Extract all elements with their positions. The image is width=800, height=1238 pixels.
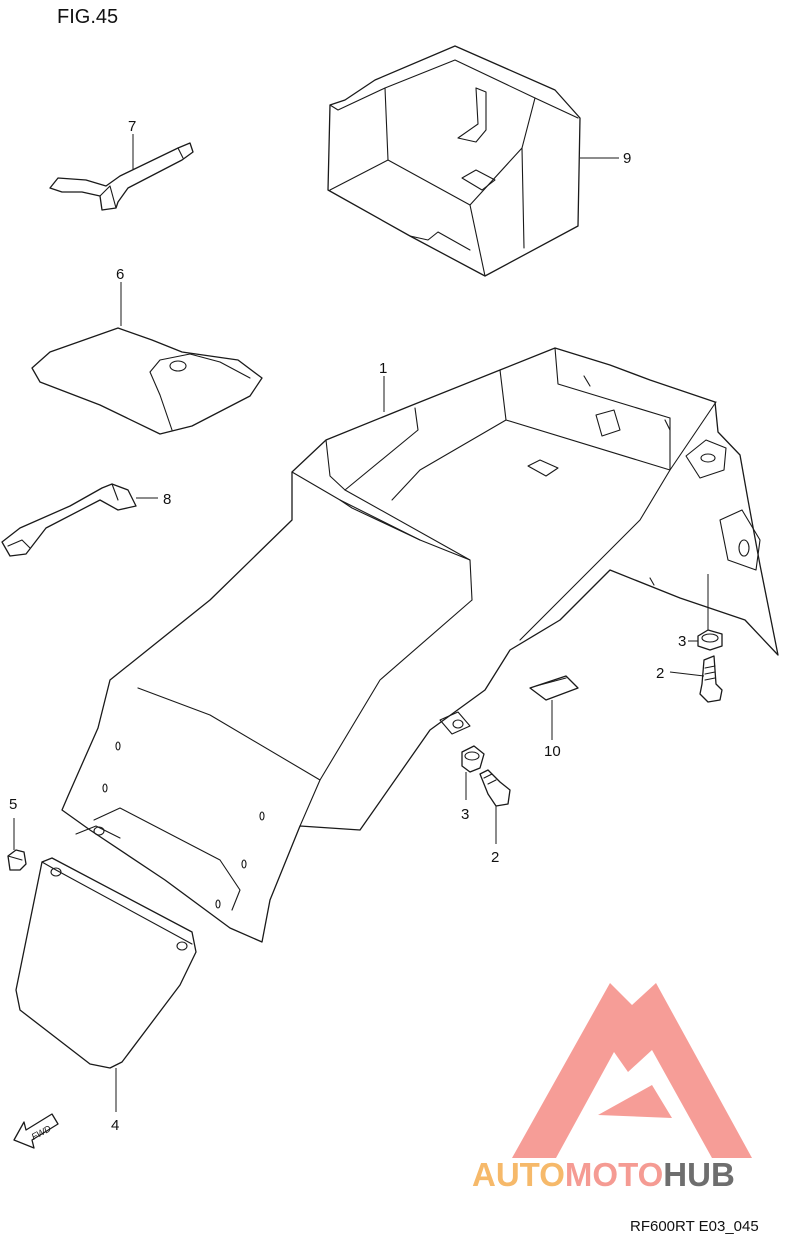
part-1-rear-fender (61, 347, 779, 943)
callout-3-upper: 3 (678, 633, 686, 650)
part-8-strap (1, 483, 137, 557)
figure-code: RF600RT E03_045 (630, 1218, 759, 1235)
callout-labels: 1 2 2 3 3 4 5 6 7 8 9 10 (9, 118, 686, 1134)
callout-8: 8 (163, 491, 171, 508)
part-5-grommet (7, 849, 27, 871)
part-3-nut-upper (697, 629, 723, 651)
callout-1: 1 (379, 360, 387, 377)
part-6-bag (31, 327, 263, 435)
callout-3-lower: 3 (461, 806, 469, 823)
callout-4: 4 (111, 1117, 119, 1134)
part-10-pad (529, 675, 579, 701)
callout-10: 10 (544, 743, 561, 760)
callout-2-lower: 2 (491, 849, 499, 866)
callout-9: 9 (623, 150, 631, 167)
part-7-tool (49, 142, 194, 211)
watermark-text: AUTOMOTOHUB (472, 1156, 735, 1193)
callout-5: 5 (9, 796, 17, 813)
part-4-plate-bracket (15, 857, 197, 1069)
callout-2-upper: 2 (656, 665, 664, 682)
part-2-bolt-lower (479, 769, 511, 807)
watermark-hub: HUB (663, 1156, 735, 1193)
fwd-arrow-icon: FWD (13, 1113, 59, 1149)
watermark: AUTOMOTOHUB (472, 983, 752, 1193)
callout-6: 6 (116, 266, 124, 283)
part-2-bolt-upper (699, 655, 723, 703)
watermark-moto: MOTO (565, 1156, 663, 1193)
part-9-tray (327, 45, 581, 277)
figure-title: FIG.45 (57, 6, 118, 28)
callout-7: 7 (128, 118, 136, 135)
leader-lines (13, 134, 709, 1112)
watermark-logo-icon (512, 983, 752, 1158)
watermark-auto: AUTO (472, 1156, 565, 1193)
part-3-nut-lower (461, 745, 485, 773)
